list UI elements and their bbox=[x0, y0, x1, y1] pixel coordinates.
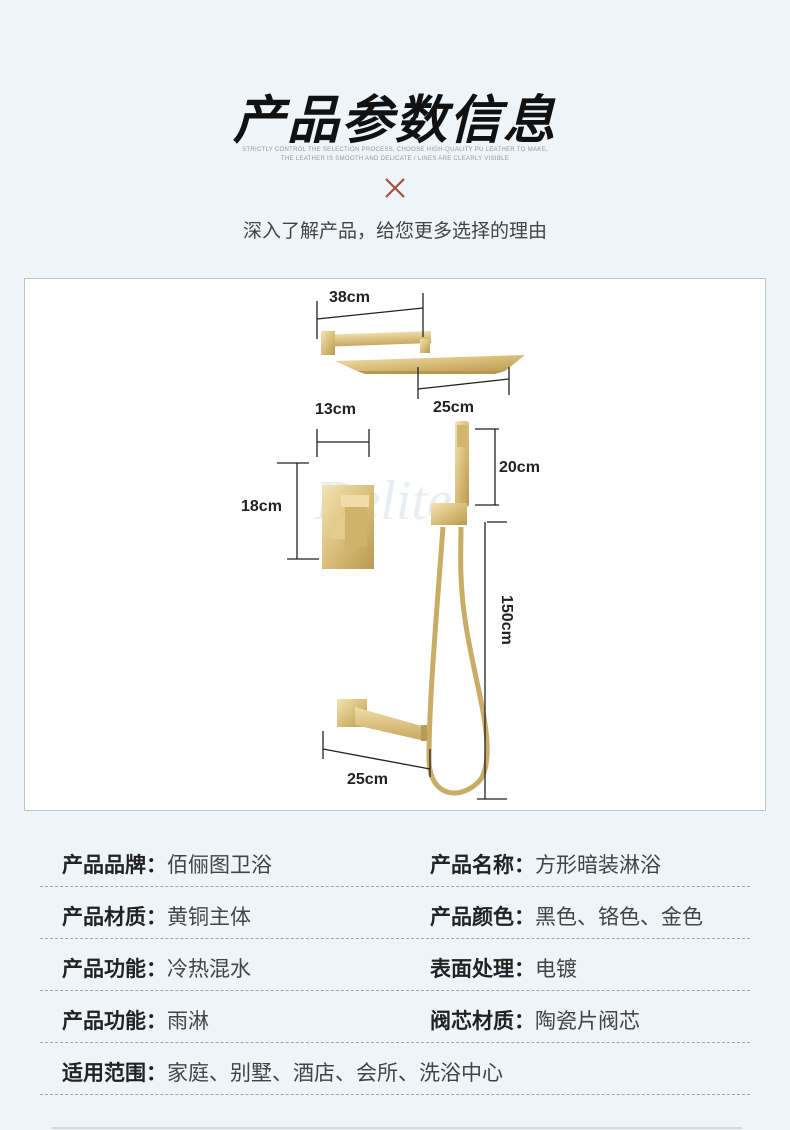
product-illustration: Delite bbox=[277, 293, 525, 800]
bottom-divider bbox=[52, 1127, 742, 1129]
spec-row: 产品功能：雨淋 阀芯材质：陶瓷片阀芯 bbox=[40, 991, 750, 1043]
spec-value: 家庭、别墅、酒店、会所、洗浴中心 bbox=[167, 1061, 503, 1085]
spec-key: 产品品牌： bbox=[62, 853, 167, 877]
spec-row: 产品品牌：佰俪图卫浴 产品名称：方形暗装淋浴 bbox=[40, 835, 750, 887]
spec-key: 产品名称： bbox=[430, 853, 535, 877]
spec-value: 黄铜主体 bbox=[167, 905, 251, 929]
dim-hand-shower-height: 20cm bbox=[499, 459, 540, 476]
spec-key: 阀芯材质： bbox=[430, 1009, 535, 1033]
rain-shower-head-icon bbox=[335, 355, 525, 374]
tagline: 深入了解产品，给您更多选择的理由 bbox=[242, 220, 547, 242]
dim-hose-length: 150cm bbox=[498, 595, 515, 645]
subtitle-english-line-1: STRICTLY CONTROL THE SELECTION PROCESS, … bbox=[242, 147, 548, 153]
product-dimension-diagram: Delite bbox=[24, 278, 766, 811]
spec-value: 冷热混水 bbox=[167, 957, 251, 981]
subtitle-english-line-2: THE LEATHER IS SMOOTH AND DELICATE / LIN… bbox=[280, 156, 510, 162]
spec-value: 陶瓷片阀芯 bbox=[535, 1009, 640, 1033]
dim-valve-width: 13cm bbox=[315, 401, 356, 418]
spec-row: 产品材质：黄铜主体 产品颜色：黑色、铬色、金色 bbox=[40, 887, 750, 939]
spec-key: 产品材质： bbox=[62, 905, 167, 929]
spec-value: 佰俪图卫浴 bbox=[167, 853, 272, 877]
spec-value: 电镀 bbox=[535, 957, 577, 981]
spec-row: 产品功能：冷热混水 表面处理：电镀 bbox=[40, 939, 750, 991]
dim-spout-length: 25cm bbox=[347, 771, 388, 788]
mixer-valve-icon bbox=[322, 485, 374, 569]
page-title: 产品参数信息 bbox=[232, 91, 557, 151]
shower-arm-icon bbox=[320, 331, 432, 355]
dim-shower-head-width: 25cm bbox=[433, 399, 474, 416]
spec-key: 适用范围： bbox=[62, 1061, 167, 1085]
spec-value: 雨淋 bbox=[167, 1009, 209, 1033]
spec-key: 表面处理： bbox=[430, 957, 535, 981]
cross-icon bbox=[385, 178, 405, 198]
spec-value: 黑色、铬色、金色 bbox=[535, 905, 703, 929]
spec-row: 适用范围：家庭、别墅、酒店、会所、洗浴中心 bbox=[40, 1043, 750, 1095]
dim-valve-height: 18cm bbox=[241, 498, 282, 515]
dim-top-arm-width: 38cm bbox=[329, 289, 370, 306]
spec-key: 产品颜色： bbox=[430, 905, 535, 929]
hose-icon bbox=[426, 526, 490, 796]
hand-shower-icon bbox=[431, 421, 469, 525]
spec-key: 产品功能： bbox=[62, 957, 167, 981]
tub-spout-icon bbox=[337, 699, 427, 741]
spec-value: 方形暗装淋浴 bbox=[535, 853, 661, 877]
spec-key: 产品功能： bbox=[62, 1009, 167, 1033]
